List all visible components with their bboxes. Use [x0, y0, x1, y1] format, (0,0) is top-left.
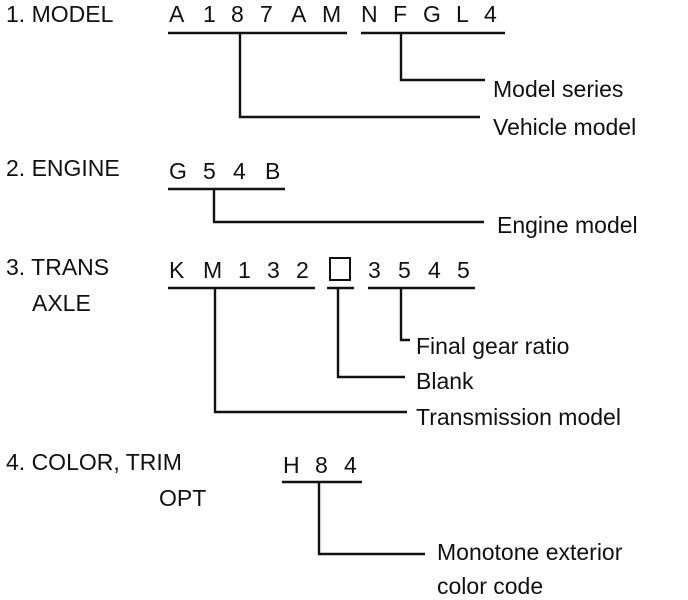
engine-char: 4: [233, 158, 246, 184]
model-code-group-1: A 1 8 7 A M: [169, 1, 341, 27]
section-engine: 2. ENGINE G 5 4 B Engine model: [6, 155, 638, 238]
model-series-callout: Model series: [493, 76, 623, 102]
engine-char: G: [169, 158, 187, 184]
model-char: L: [456, 1, 469, 27]
engine-label: 2. ENGINE: [6, 155, 120, 181]
color-char: H: [283, 452, 300, 478]
model-char: A: [169, 1, 185, 27]
model-char: N: [361, 1, 378, 27]
transaxle-label-line1: 3. TRANS: [6, 254, 109, 280]
transaxle-code-group-2: 3 5 4 5: [368, 257, 470, 283]
model-char: 1: [203, 1, 216, 27]
transaxle-char: M: [203, 257, 222, 283]
color-char: 8: [315, 452, 328, 478]
color-code: H 8 4: [283, 452, 357, 478]
transaxle-label-line2: AXLE: [32, 290, 91, 316]
model-char: 8: [231, 1, 244, 27]
transaxle-char: 1: [238, 257, 251, 283]
model-char: F: [393, 1, 407, 27]
section-color-trim: 4. COLOR, TRIM OPT H 8 4 Monotone exteri…: [6, 449, 623, 599]
model-char: M: [322, 1, 341, 27]
color-trim-label-line1: 4. COLOR, TRIM: [6, 449, 182, 475]
transaxle-char: 5: [457, 257, 470, 283]
final-gear-ratio-leader: [399, 288, 410, 342]
transaxle-char: 5: [398, 257, 411, 283]
model-label: 1. MODEL: [6, 1, 114, 27]
transaxle-char: K: [169, 257, 185, 283]
vehicle-model-leader: [238, 33, 480, 119]
model-char: 4: [484, 1, 497, 27]
engine-model-callout: Engine model: [497, 212, 638, 238]
model-char: 7: [260, 1, 273, 27]
transaxle-char: 3: [267, 257, 280, 283]
transmission-model-leader: [213, 288, 407, 414]
blank-leader: [336, 288, 405, 379]
final-gear-ratio-callout: Final gear ratio: [416, 333, 569, 359]
color-trim-label-line2: OPT: [159, 485, 206, 511]
transmission-model-callout: Transmission model: [416, 404, 621, 430]
section-model: 1. MODEL A 1 8 7 A M N F G L 4 Model ser…: [6, 1, 636, 140]
engine-code: G 5 4 B: [169, 158, 280, 184]
engine-char: 5: [203, 158, 216, 184]
section-transaxle: 3. TRANS AXLE K M 1 3 2 3 5 4 5 Final ge…: [6, 254, 621, 430]
monotone-color-callout-line1: Monotone exterior: [437, 539, 623, 565]
engine-char: B: [265, 158, 280, 184]
monotone-color-leader: [317, 482, 425, 556]
transaxle-char: 4: [428, 257, 441, 283]
model-char: G: [423, 1, 441, 27]
blank-callout: Blank: [416, 368, 474, 394]
monotone-color-callout-line2: color code: [437, 573, 543, 599]
engine-model-leader: [212, 189, 484, 224]
model-char: A: [291, 1, 307, 27]
color-char: 4: [344, 452, 357, 478]
transaxle-char: 2: [296, 257, 309, 283]
model-code-group-2: N F G L 4: [361, 1, 497, 27]
transaxle-char: 3: [368, 257, 381, 283]
model-series-leader: [399, 33, 485, 82]
blank-box: [329, 257, 351, 281]
transaxle-code-group-1: K M 1 3 2: [169, 257, 309, 283]
vehicle-model-callout: Vehicle model: [493, 114, 636, 140]
